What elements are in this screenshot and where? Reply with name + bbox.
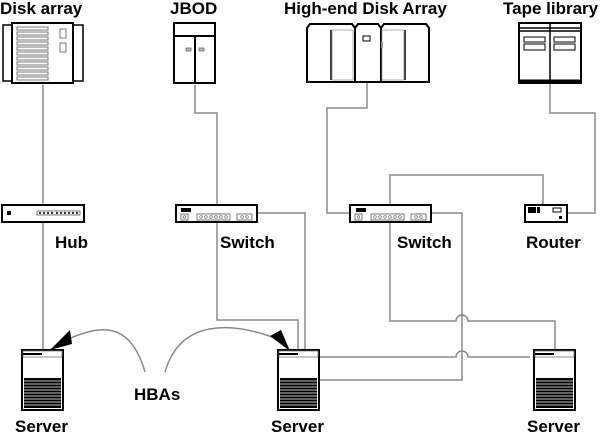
high-end-disk-array-label: High-end Disk Array bbox=[284, 0, 447, 18]
high-end-disk-array-icon[interactable] bbox=[306, 23, 430, 83]
server-2-icon[interactable] bbox=[277, 349, 320, 411]
wires bbox=[42, 80, 596, 381]
hba-arrow-head-1 bbox=[50, 330, 72, 350]
jbod-icon[interactable] bbox=[173, 22, 216, 84]
edge-switch-2-router bbox=[389, 174, 544, 205]
edge-switch-2-server-2 bbox=[318, 212, 463, 381]
edge-switch-1-server-3 bbox=[257, 212, 530, 358]
hba-arrow-head-2 bbox=[270, 330, 290, 351]
edge-switch-1-server-2 bbox=[216, 222, 299, 350]
hbas-label: HBAs bbox=[134, 385, 181, 404]
tape-library-label: Tape library bbox=[503, 0, 599, 18]
tape-library-icon[interactable] bbox=[518, 22, 582, 84]
server-1-label: Server bbox=[15, 417, 68, 436]
router-icon[interactable] bbox=[524, 204, 568, 223]
switch-2-label: Switch bbox=[397, 233, 452, 252]
hub-icon[interactable] bbox=[1, 204, 85, 223]
edge-router-tape-library bbox=[549, 80, 596, 214]
router-label: Router bbox=[526, 233, 581, 252]
hba-arrow-curve-1 bbox=[65, 329, 146, 373]
switch-2-icon[interactable] bbox=[349, 204, 432, 223]
switch-1-icon[interactable] bbox=[175, 204, 258, 223]
hba-arrow-curve-2 bbox=[164, 326, 281, 373]
server-1-icon[interactable] bbox=[21, 349, 64, 411]
edge-hdarray-switch-2 bbox=[326, 80, 368, 214]
hba-arrows bbox=[50, 326, 290, 373]
server-2-label: Server bbox=[271, 417, 324, 436]
disk-array-icon[interactable] bbox=[2, 22, 84, 84]
server-3-label: Server bbox=[527, 417, 580, 436]
edge-jbod-switch-1 bbox=[194, 85, 218, 205]
disk-array-label: Disk array bbox=[0, 0, 83, 18]
jbod-label: JBOD bbox=[170, 0, 218, 18]
hub-label: Hub bbox=[55, 233, 89, 252]
switch-1-label: Switch bbox=[220, 233, 275, 252]
server-3-icon[interactable] bbox=[533, 349, 576, 411]
